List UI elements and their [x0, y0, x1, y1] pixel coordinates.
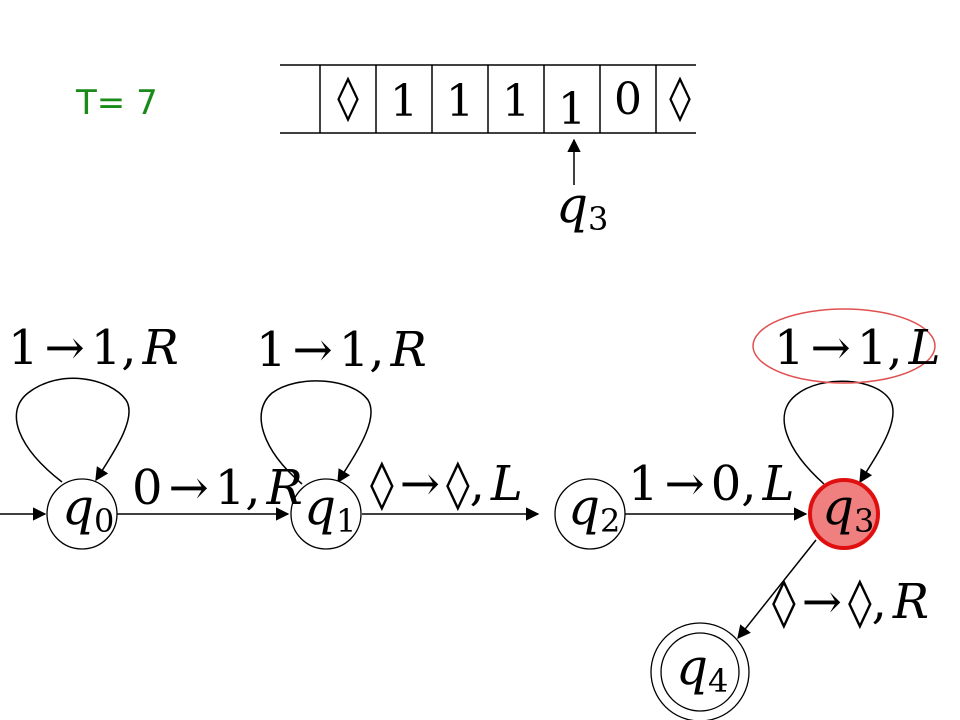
- label-edge-q2-q3: 1→0,L: [628, 456, 794, 512]
- tape-cell-4: 1: [502, 76, 530, 127]
- tape-head-state-label: q3: [556, 176, 608, 238]
- state-q0: q0: [46, 478, 118, 550]
- svg-text:q1: q1: [304, 478, 356, 540]
- label-edge-q3-q4: ◊→◊,R: [772, 574, 929, 630]
- tape-cell-3: 1: [446, 76, 474, 127]
- edge-q3-q4: [737, 539, 817, 640]
- active-transition-highlight: [752, 308, 936, 384]
- state-q3-active: q3: [808, 478, 880, 550]
- svg-text:q2: q2: [568, 478, 620, 540]
- label-loop-q3: 1→1,L: [774, 320, 940, 376]
- tape-cell-6: 0: [614, 74, 642, 125]
- svg-text:q0: q0: [62, 478, 114, 540]
- tape-cell-1: ◊: [337, 72, 359, 123]
- loop-q3: [783, 380, 894, 485]
- tape-cell-7: ◊: [669, 72, 691, 123]
- label-edge-q1-q2: ◊→◊,L: [370, 456, 523, 512]
- time-label: T= 7: [75, 83, 158, 123]
- state-q1: q1: [290, 478, 362, 550]
- svg-text:q4: q4: [676, 638, 728, 700]
- tape-cell-2: 1: [390, 76, 418, 127]
- tape: ◊ 1 1 1 1 0 ◊: [280, 64, 696, 135]
- label-edge-q0-q1: 0→1,R: [132, 460, 303, 516]
- state-q4-accepting: q4: [650, 622, 750, 720]
- state-q2: q2: [554, 478, 626, 550]
- svg-text:q3: q3: [822, 478, 874, 540]
- label-loop-q1: 1→1,R: [256, 322, 427, 378]
- tape-cell-5: 1: [558, 84, 586, 135]
- label-loop-q0: 1→1,R: [8, 320, 179, 376]
- loop-q1: [260, 380, 372, 485]
- loop-q0: [15, 377, 130, 483]
